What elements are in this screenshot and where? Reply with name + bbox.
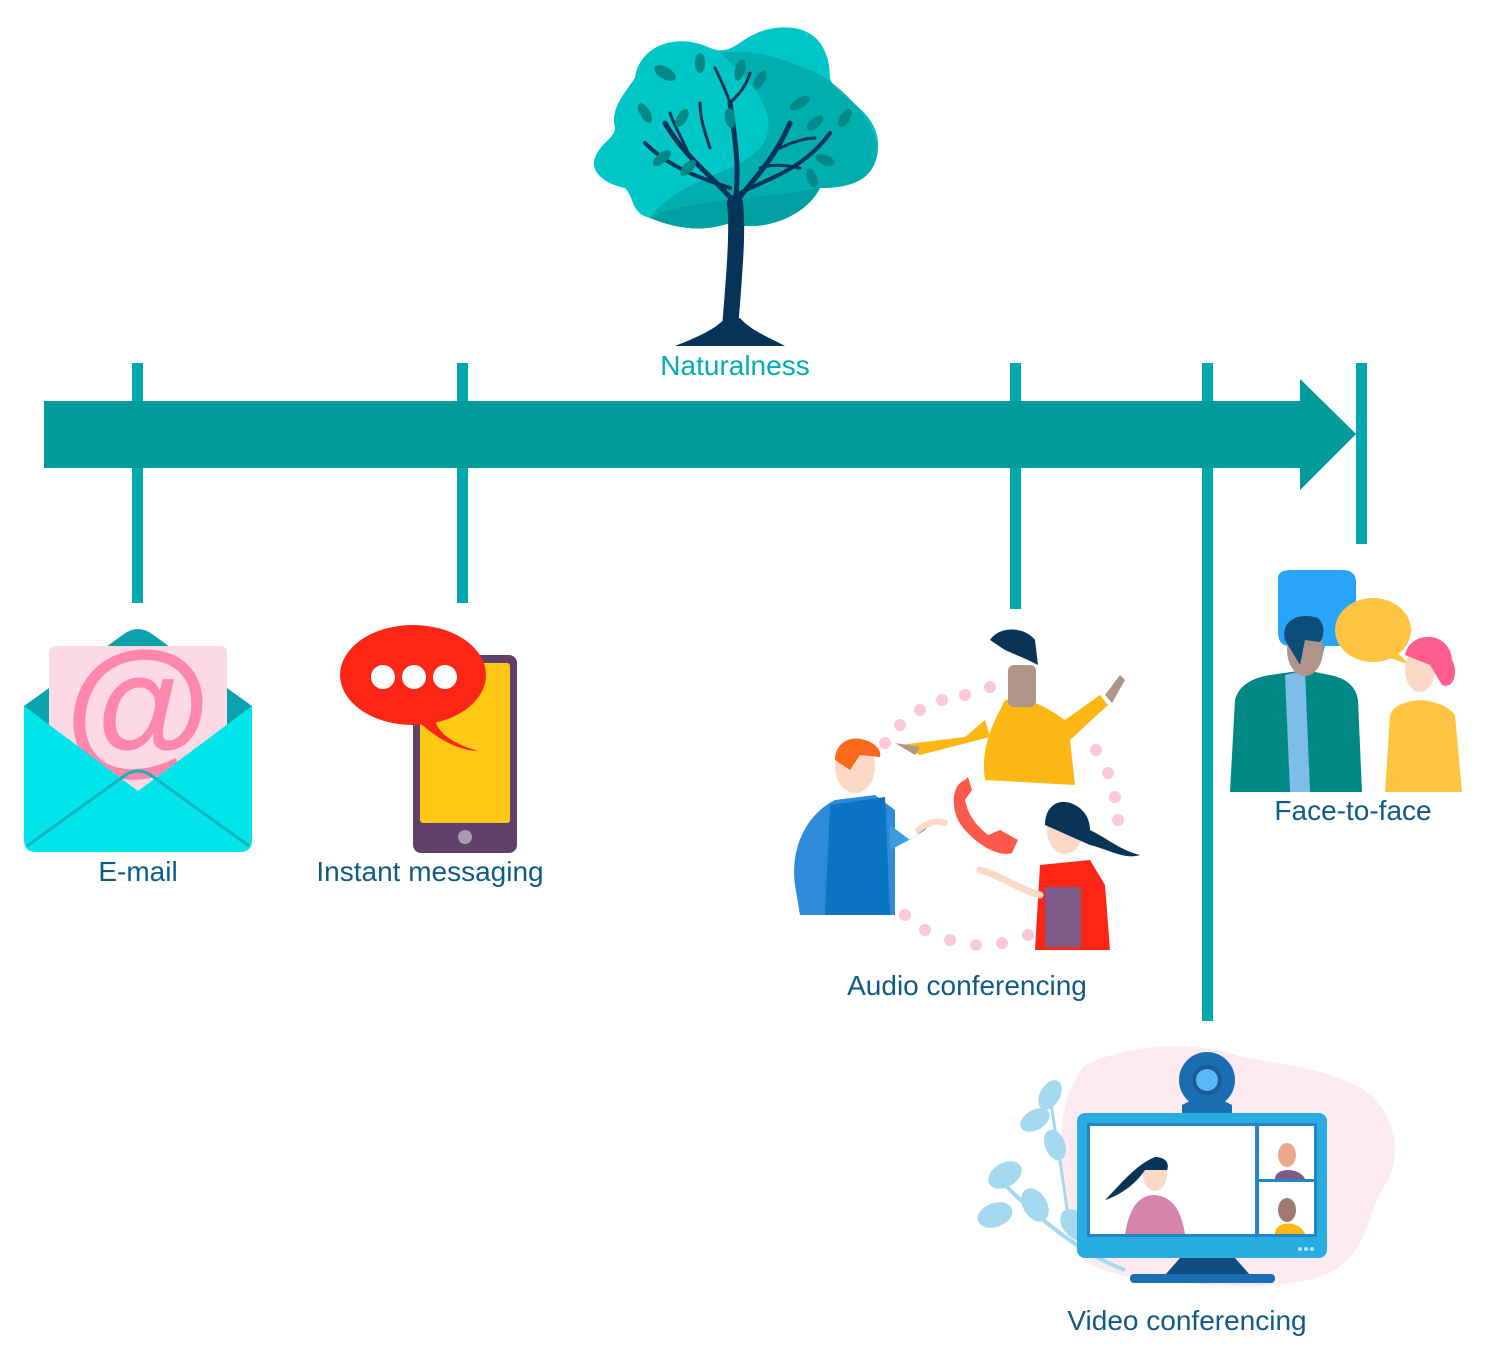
tick-audio-conferencing: [1010, 363, 1021, 609]
label-video-conferencing: Video conferencing: [1067, 1305, 1307, 1336]
tick-email: [132, 363, 143, 603]
video-conference-icon: [977, 1046, 1395, 1287]
label-instant-messaging: Instant messaging: [316, 856, 544, 887]
label-audio-conferencing: Audio conferencing: [847, 970, 1087, 1001]
label-face-to-face: Face-to-face: [1274, 795, 1432, 826]
smartphone-chat-icon: [340, 625, 517, 853]
audio-conference-icon: [794, 629, 1140, 951]
tick-instant-messaging: [457, 363, 468, 603]
email-envelope-icon: @: [24, 626, 252, 852]
tree-icon: [593, 27, 879, 346]
axis-label-naturalness: Naturalness: [660, 350, 810, 381]
tick-face-to-face: [1356, 363, 1367, 544]
face-to-face-icon: [1230, 570, 1462, 792]
tick-video-conferencing: [1202, 363, 1213, 1021]
label-email: E-mail: [98, 856, 178, 887]
naturalness-arrow-body: [44, 379, 1356, 490]
